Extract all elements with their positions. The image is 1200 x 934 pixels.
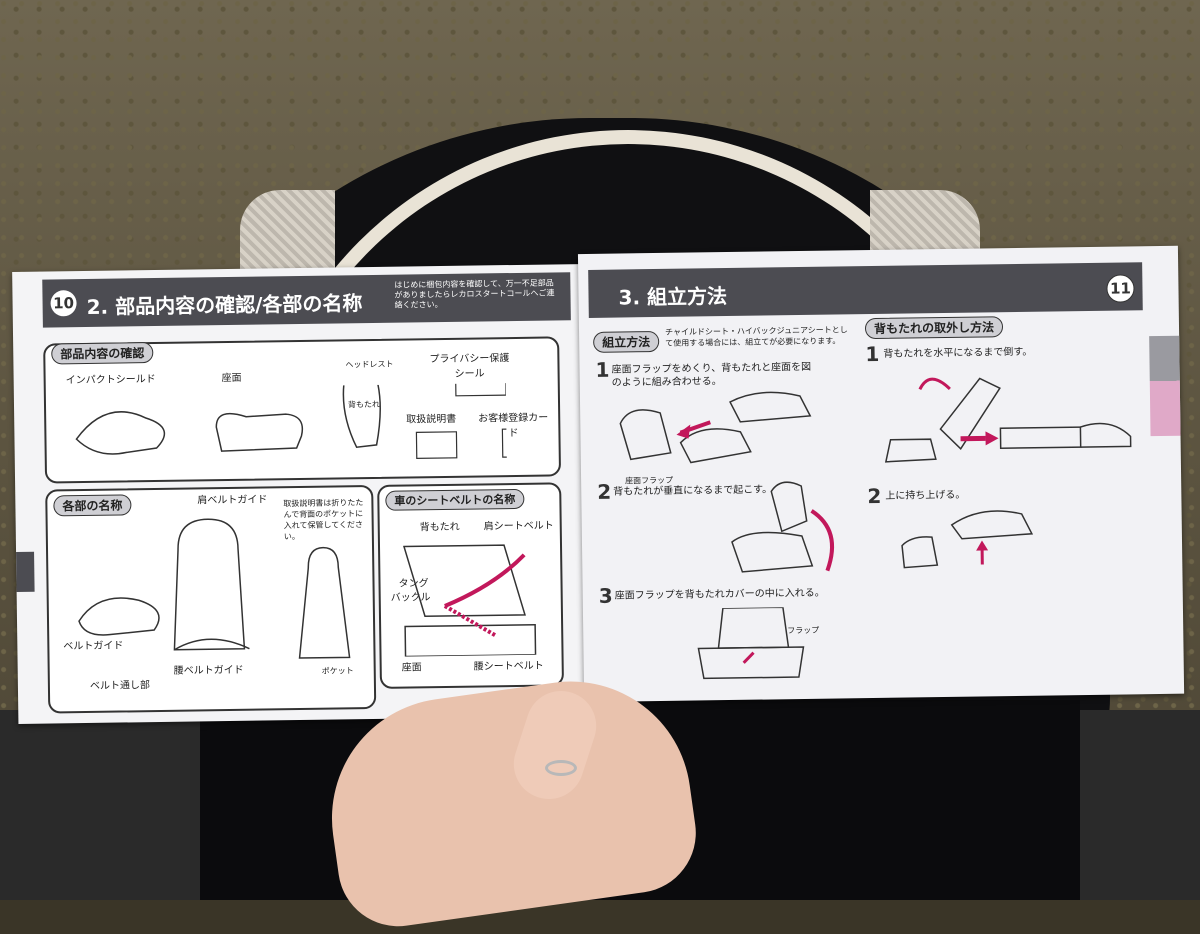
instruction-booklet: 10 2. 部品内容の確認/各部の名称 はじめに梱包内容を確認して、万一不足部品… [12, 245, 1186, 732]
assembly-heading: 組立方法 [593, 330, 660, 353]
label-belt-pass: ベルト通し部 [89, 680, 151, 692]
assembly-step-3-illustration [697, 606, 805, 680]
removal-step-1-text: 背もたれを水平になるまで倒す。 [883, 346, 1033, 360]
seatbelt-illustration [403, 544, 537, 657]
names-illustrations [78, 518, 351, 659]
left-page: 10 2. 部品内容の確認/各部の名称 はじめに梱包内容を確認して、万一不足部品… [12, 264, 587, 724]
left-page-header: 10 2. 部品内容の確認/各部の名称 はじめに梱包内容を確認して、万一不足部品… [42, 272, 571, 328]
removal-step-2-text: 上に持ち上げる。 [885, 489, 966, 502]
right-page-title: 3. 組立方法 [618, 284, 728, 310]
assembly-step-1-illustration [619, 391, 812, 464]
removal-step-1-number: 1 [865, 341, 880, 367]
removal-step-1-illustration [884, 377, 1132, 463]
seatbelt-heading: 車のシートベルトの名称 [385, 488, 525, 511]
parts-illustrations [75, 383, 507, 459]
right-page-header: 3. 組立方法 [588, 262, 1143, 318]
removal-heading: 背もたれの取外し方法 [864, 316, 1004, 340]
removal-step-2-number: 2 [867, 483, 882, 509]
ring [545, 760, 577, 776]
left-page-title: 2. 部品内容の確認/各部の名称 [86, 291, 363, 319]
side-tab [16, 551, 35, 592]
parts-box: 部品内容の確認 インパクトシールド 座面 ヘッドレスト 背もたれ プライバシー保… [43, 336, 562, 484]
label-flap: フラップ [787, 625, 820, 636]
label-sb-seat: 座面 [401, 662, 422, 674]
assembly-step-1-text: 座面フラップをめくり、背もたれと座面を図のように組み合わせる。 [611, 361, 812, 389]
removal-step-2-illustration [901, 510, 1034, 569]
assembly-step-2-number: 2 [597, 479, 612, 504]
car-seat-mesh-left [240, 190, 335, 280]
label-headrest: ヘッドレスト [345, 359, 394, 370]
assembly-step-2-illustration [731, 481, 835, 573]
names-box: 各部の名称 肩ベルトガイド ベルトガイド ベルト通し部 腰ベルトガイド ポケット… [45, 484, 377, 714]
label-seat: 座面 [221, 372, 242, 385]
label-impact-shield: インパクトシールド [65, 374, 156, 387]
seatbelt-box: 車のシートベルトの名称 背もたれ 肩シートベルト タング バックル 座面 腰シー… [377, 482, 564, 689]
assembly-step-3-text: 座面フラップを背もたれカバーの中に入れる。 [614, 587, 825, 602]
assembly-intro: チャイルドシート・ハイバックジュニアシートとして使用する場合には、組立てが必要に… [664, 325, 848, 348]
label-privacy-seal: プライバシー保護シール [429, 353, 510, 380]
page-number-10: 10 [50, 290, 77, 317]
right-page: 3. 組立方法 1 1 組立方法 チャイルドシート・ハイバックジュニアシートとして… [577, 245, 1185, 703]
assembly-step-1-number: 1 [595, 357, 610, 382]
assembly-step-3-number: 3 [598, 583, 613, 608]
side-color-tab [1149, 335, 1181, 437]
parts-heading: 部品内容の確認 [51, 342, 154, 365]
label-sb-lap: 腰シートベルト [473, 660, 544, 673]
label-shoulder-belt-guide: 肩ベルトガイド [197, 494, 268, 507]
left-page-note: はじめに梱包内容を確認して、万一不足部品がありましたらレカロスタートコールへご連… [394, 278, 555, 310]
